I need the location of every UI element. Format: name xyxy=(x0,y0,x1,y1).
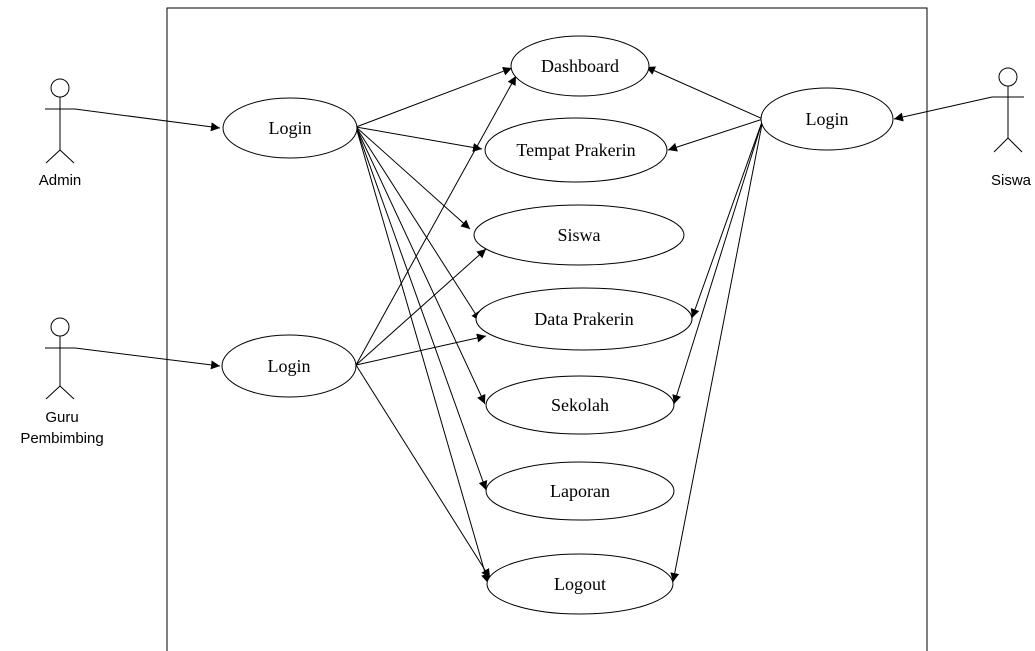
link-admin-sekolah xyxy=(355,126,486,405)
use-case-sekolah: Sekolah xyxy=(485,375,675,435)
assoc-siswa-login xyxy=(893,96,993,122)
use-case-laporan: Laporan xyxy=(485,461,675,521)
actor-guru-pembimbing: Guru Pembimbing xyxy=(20,317,104,447)
use-case-tempat-prakerin-label: Tempat Prakerin xyxy=(516,140,635,160)
actor-siswa: Siswa xyxy=(991,67,1032,189)
use-case-login-admin: Login xyxy=(222,97,358,159)
use-case-login-guru: Login xyxy=(221,334,357,398)
actor-guru-label-line2: Pembimbing xyxy=(20,430,103,447)
use-case-siswa-label: Siswa xyxy=(557,225,600,245)
link-admin-dashboard xyxy=(355,66,513,128)
use-case-sekolah-label: Sekolah xyxy=(551,395,609,415)
use-case-logout-label: Logout xyxy=(554,574,606,594)
link-admin-laporan xyxy=(355,126,488,491)
system-boundary xyxy=(166,7,928,651)
link-admin-logout xyxy=(355,126,490,584)
associations xyxy=(74,66,993,584)
assoc-guru-login xyxy=(74,347,221,370)
link-siswa-logout xyxy=(670,118,764,583)
link-guru-logout xyxy=(355,364,491,579)
use-case-siswa: Siswa xyxy=(473,204,685,266)
use-case-laporan-label: Laporan xyxy=(550,481,610,501)
link-admin-data xyxy=(355,126,481,322)
actor-admin-label: Admin xyxy=(39,172,82,189)
use-case-login-guru-label: Login xyxy=(268,356,311,376)
actor-guru-label-line1: Guru xyxy=(45,409,78,426)
link-admin-siswa xyxy=(355,126,471,230)
link-siswa-data xyxy=(690,118,764,319)
use-case-data-prakerin: Data Prakerin xyxy=(475,287,693,351)
use-case-login-siswa-label: Login xyxy=(806,109,849,129)
link-guru-dashboard xyxy=(355,75,517,366)
link-guru-siswa xyxy=(355,248,487,366)
use-case-logout: Logout xyxy=(486,553,674,615)
use-case-dashboard-label: Dashboard xyxy=(541,56,619,76)
link-siswa-sekolah xyxy=(672,118,764,405)
actor-admin: Admin xyxy=(39,78,82,189)
use-case-login-admin-label: Login xyxy=(269,118,312,138)
use-case-dashboard: Dashboard xyxy=(510,35,650,97)
use-case-data-prakerin-label: Data Prakerin xyxy=(534,309,633,329)
actor-siswa-label: Siswa xyxy=(991,172,1032,189)
use-case-tempat-prakerin: Tempat Prakerin xyxy=(484,117,668,183)
link-guru-data xyxy=(355,333,487,366)
assoc-admin-login xyxy=(74,108,221,132)
link-siswa-tempat xyxy=(667,118,764,152)
link-siswa-dashboard xyxy=(645,66,764,120)
use-case-login-siswa: Login xyxy=(760,87,894,151)
link-admin-tempat xyxy=(355,126,483,152)
